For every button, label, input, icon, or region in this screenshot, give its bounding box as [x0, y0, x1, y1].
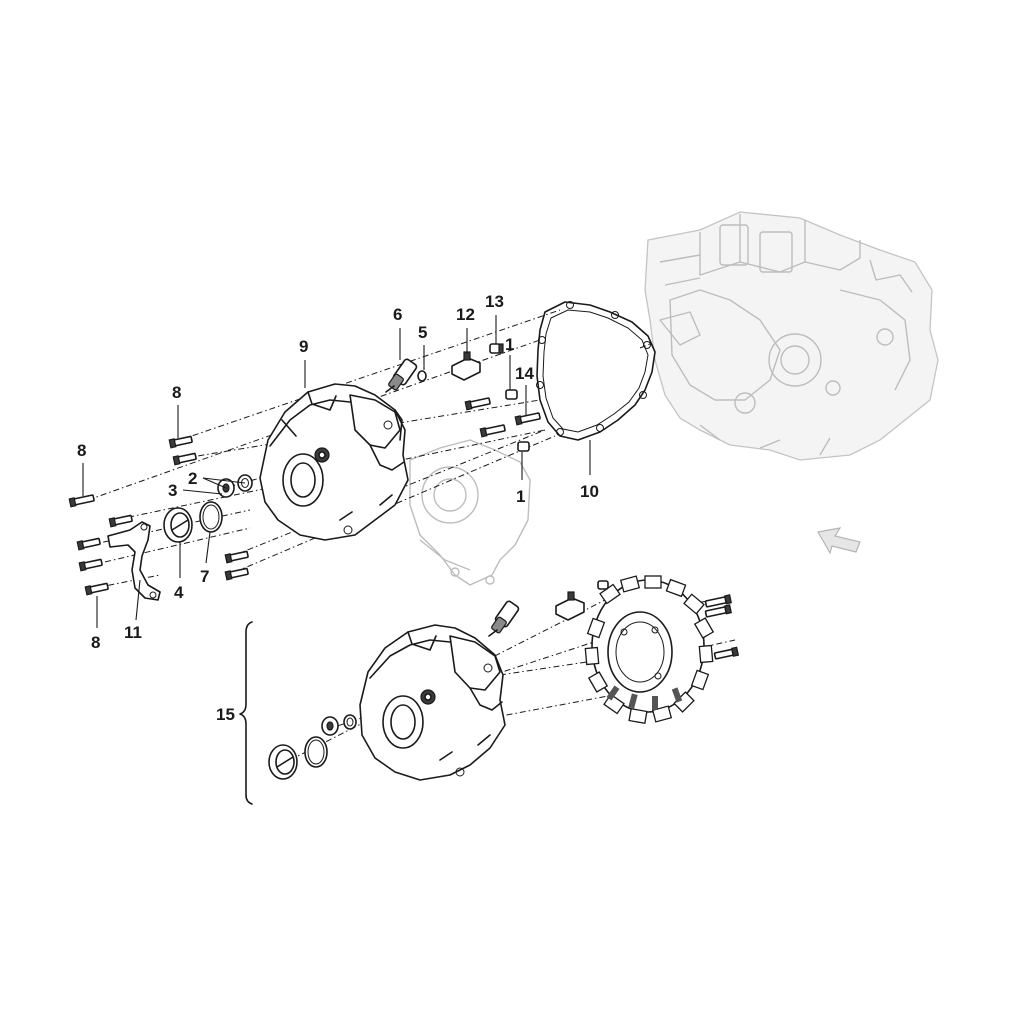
callout-10: 11	[124, 623, 142, 642]
callout-6: 5	[418, 323, 427, 342]
wire-bracket	[107, 521, 161, 601]
wire-clamp	[451, 351, 481, 381]
callout-8-bottom: 8	[91, 633, 100, 652]
clamp-bolt	[489, 343, 504, 354]
dowel-pins	[505, 389, 530, 452]
callout-1-top: 1	[505, 335, 514, 354]
callout-12: 13	[485, 292, 504, 311]
sensor-o-ring	[417, 370, 427, 382]
callout-8-top: 8	[172, 383, 181, 402]
cover-bolts	[68, 397, 541, 596]
lower-washer	[321, 716, 339, 736]
callout-7: 6	[393, 305, 402, 324]
stator-coil	[584, 575, 715, 725]
callout-8-left: 8	[77, 441, 86, 460]
callout-13: 10	[580, 482, 599, 501]
lower-generator-cover	[359, 624, 506, 781]
o-ring	[199, 501, 223, 533]
lower-pickup-sensor	[488, 600, 520, 637]
generator-cover	[259, 383, 409, 541]
callout-9: 9	[299, 337, 308, 356]
lower-wire-clamp	[555, 591, 585, 621]
callout-2: 2	[188, 469, 197, 488]
callout-5: 7	[200, 567, 209, 586]
callout-15: 15	[216, 705, 235, 724]
inner-cover-ghost	[409, 439, 531, 586]
callout-labels: 6 5 12 13 1 14 1 10 9 8 8 2 3 4 7 11 8 1…	[77, 292, 599, 724]
inspection-plug	[163, 507, 193, 543]
arrow-icon	[817, 527, 861, 555]
pickup-sensor	[385, 358, 418, 393]
callout-11: 12	[456, 305, 475, 324]
gasket	[536, 301, 656, 441]
callout-1-bottom: 1	[516, 487, 525, 506]
callout-4: 4	[174, 583, 184, 602]
callout-3: 3	[168, 481, 177, 500]
lower-inspection-plug	[268, 744, 298, 780]
bracket-icon	[239, 621, 253, 805]
lower-seal-ring	[343, 714, 357, 730]
callout-14: 14	[515, 364, 534, 383]
engine-crankcase-ghost	[644, 211, 939, 461]
leader-lines	[82, 315, 591, 628]
stator-bolts	[597, 580, 740, 660]
lower-o-ring	[304, 736, 328, 768]
